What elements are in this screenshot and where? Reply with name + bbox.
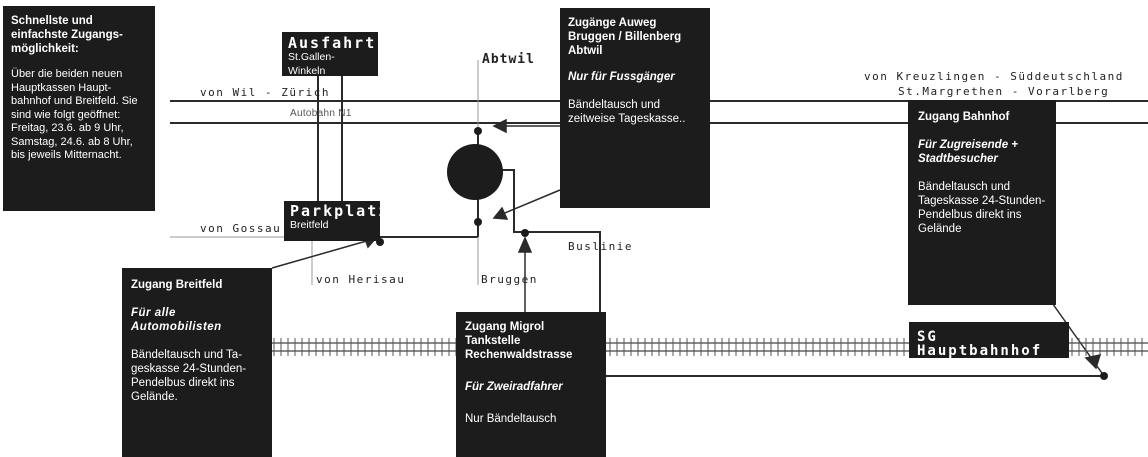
label-buslinie: Buslinie (568, 240, 633, 253)
access-point-south (474, 218, 482, 226)
arrow-auweg-south (499, 189, 561, 216)
parkplatz-subtitle: Breitfeld (290, 219, 329, 231)
label-abtwil: Abtwil (482, 52, 535, 67)
hauptbahnhof-sign: SG Hauptbahnhof (909, 322, 1069, 358)
label-von-wil: von Wil - Zürich (200, 86, 330, 99)
arrow-breitfeld (271, 239, 371, 269)
parkplatz-sign: Parkplatz Breitfeld (284, 201, 390, 241)
zugang-bahnhof-box: Zugang Bahnhof Für Zugreisende + Stadtbe… (908, 100, 1056, 305)
bahnhof-title: Zugang Bahnhof (918, 111, 1010, 123)
migrol-body: Nur Bändeltausch (465, 413, 557, 425)
access-point-bahnhof (1100, 372, 1108, 380)
breitfeld-subtitle: Für alle Automobilisten (131, 307, 222, 333)
label-von-herisau: von Herisau (316, 273, 406, 286)
roundabout-exit (500, 169, 525, 233)
hauptbahnhof-title: SG Hauptbahnhof (917, 329, 1043, 359)
migrol-subtitle: Für Zweiradfahrer (465, 381, 563, 393)
label-st-margrethen: St.Margrethen - Vorarlberg (898, 85, 1110, 98)
info-box: Schnellste und einfachste Zugangs-möglic… (3, 6, 155, 211)
bus-line (525, 231, 1104, 377)
label-bruggen: Bruggen (481, 273, 538, 286)
info-heading: Schnellste und einfachste Zugangs-möglic… (11, 15, 123, 55)
auweg-body: Bändeltausch und zeitweise Tageskasse.. (568, 99, 686, 125)
migrol-title: Zugang Migrol Tankstelle Rechenwaldstras… (465, 321, 573, 361)
auweg-title: Zugänge Auweg Bruggen / Billenberg Abtwi… (568, 17, 682, 57)
ausfahrt-subtitle: St.Gallen-Winkeln (288, 51, 335, 77)
breitfeld-title: Zugang Breitfeld (131, 279, 223, 291)
breitfeld-body: Bändeltausch und Ta-geskasse 24-Stunden-… (131, 349, 247, 403)
zugang-migrol-box: Zugang Migrol Tankstelle Rechenwaldstras… (456, 312, 606, 457)
zugang-breitfeld-box: Zugang Breitfeld Für alle Automobilisten… (122, 268, 272, 457)
access-point-migrol (521, 229, 529, 237)
label-von-gossau: von Gossau (200, 222, 282, 235)
ausfahrt-title: Ausfahrt (288, 34, 377, 52)
auweg-subtitle: Nur für Fussgänger (568, 71, 675, 83)
info-body: Über die beiden neuen Hauptkassen Haupt-… (11, 68, 138, 161)
arrow-bahnhof (1084, 353, 1102, 370)
bahnhof-body: Bändeltausch und Tageskasse 24-Stunden-P… (918, 181, 1046, 235)
access-point-north (474, 127, 482, 135)
bahnhof-subtitle: Für Zugreisende + Stadtbesucher (918, 139, 1019, 165)
parkplatz-title: Parkplatz (290, 202, 390, 220)
ausfahrt-sign: Ausfahrt St.Gallen-Winkeln (282, 32, 378, 77)
label-autobahn: Autobahn N1 (290, 108, 352, 119)
roundabout (447, 144, 503, 200)
zugang-auweg-box: Zugänge Auweg Bruggen / Billenberg Abtwi… (560, 8, 710, 208)
label-von-kreuzlingen: von Kreuzlingen - Süddeutschland (864, 70, 1124, 83)
